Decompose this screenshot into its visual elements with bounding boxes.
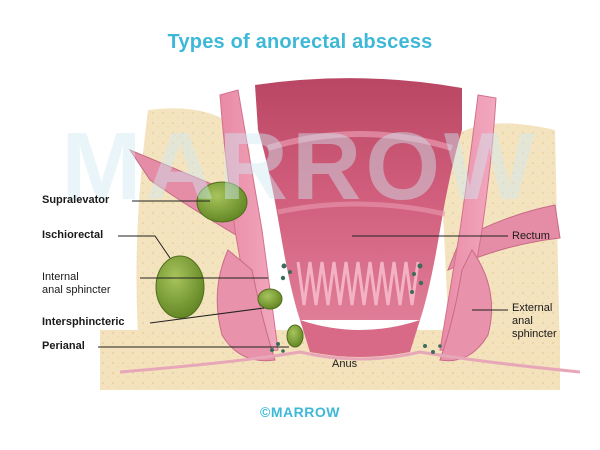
- perineal-skin: [119, 350, 581, 374]
- ischiorectal-abscess: [155, 255, 205, 319]
- anal-canal: [300, 320, 420, 357]
- rectum: [255, 78, 462, 320]
- label-supralevator: Supralevator: [42, 194, 110, 206]
- leader-intersphincteric: [149, 307, 265, 324]
- supralevator-abscess: [196, 181, 248, 223]
- label-rectum: Rectum: [512, 230, 550, 242]
- label-external-sphincter-line2: anal: [512, 315, 533, 327]
- rectal-fold-1: [267, 131, 453, 151]
- perianal-abscess: [286, 324, 304, 348]
- anal-columns: [296, 261, 420, 306]
- diagram-title: Types of anorectal abscess: [167, 31, 433, 53]
- label-anus: Anus: [332, 358, 358, 370]
- label-internal-sphincter-line1: Internal: [42, 271, 79, 283]
- rectal-fold-2: [277, 201, 446, 217]
- label-external-sphincter-line3: sphincter: [512, 328, 557, 340]
- leader-lines: [98, 200, 508, 348]
- anal-gland-dots: [270, 263, 442, 354]
- leader-ischiorectal: [118, 235, 171, 259]
- intersphincteric-abscess: [257, 288, 283, 310]
- label-perianal: Perianal: [42, 340, 85, 352]
- label-intersphincteric: Intersphincteric: [42, 316, 125, 328]
- label-internal-sphincter-line2: anal sphincter: [42, 284, 111, 296]
- copyright-credit: ©MARROW: [260, 404, 340, 420]
- label-external-sphincter-line1: External: [512, 302, 553, 314]
- label-ischiorectal: Ischiorectal: [42, 229, 104, 241]
